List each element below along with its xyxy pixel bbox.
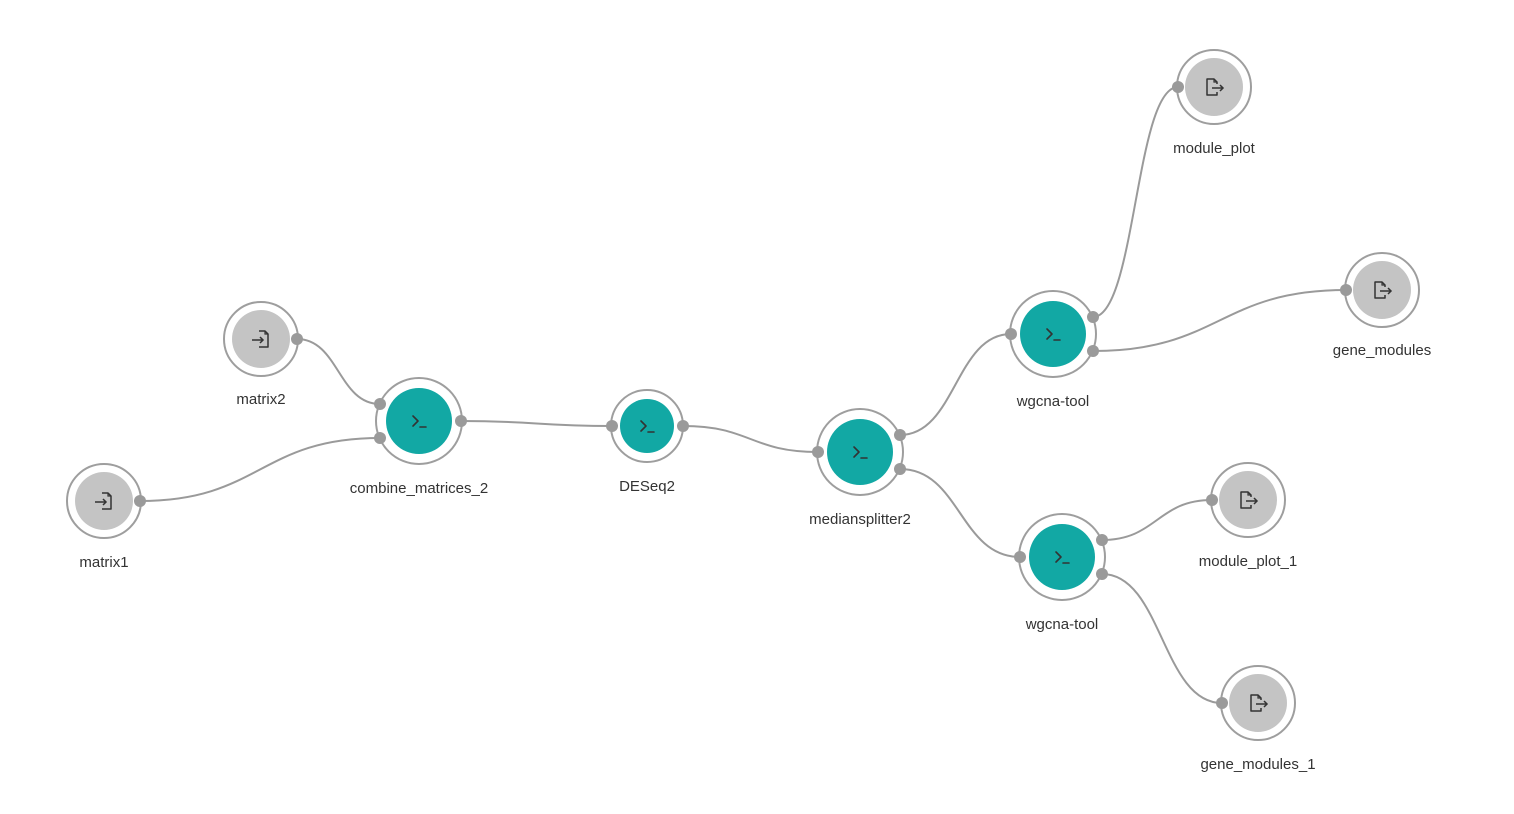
document-fold [107,493,111,497]
document-fold [1247,492,1251,496]
port[interactable] [134,495,146,507]
edge-deseq2-to-median[interactable] [682,425,819,453]
node-wgcna_a[interactable]: wgcna-tool [1009,290,1097,410]
nodes-layer: matrix1 matrix2 combine_matrices_2 DESeq2 me… [66,49,1431,773]
prompt-chevron [853,446,860,458]
node-module_plot[interactable]: module_plot [1173,49,1256,157]
file-export-icon [1250,694,1269,712]
edge-matrix1-to-combine[interactable] [139,437,381,502]
node-gene_modules[interactable]: gene_modules [1333,252,1431,359]
port[interactable] [677,420,689,432]
edge-matrix2-to-combine[interactable] [296,338,381,405]
node-deseq2[interactable]: DESeq2 [610,389,684,495]
port[interactable] [1340,284,1352,296]
node-median[interactable]: mediansplitter2 [809,408,911,528]
prompt-chevron [1046,328,1053,340]
node-label: gene_modules [1333,342,1431,359]
port[interactable] [1216,697,1228,709]
arrow-head [1387,287,1393,295]
port[interactable] [1005,328,1017,340]
port[interactable] [1096,568,1108,580]
node-label: wgcna-tool [1025,616,1099,633]
port[interactable] [894,463,906,475]
node-core [1353,261,1411,319]
document-fold [1213,79,1217,83]
port[interactable] [374,398,386,410]
edge-median-to-wgcna_a[interactable] [899,333,1012,436]
terminal-prompt-icon [1046,328,1061,341]
edges-layer [139,86,1347,704]
file-export-icon [1240,491,1259,509]
node-wgcna_b[interactable]: wgcna-tool [1018,513,1106,633]
node-label: matrix1 [79,554,128,571]
node-label: DESeq2 [619,478,675,495]
node-label: module_plot [1173,140,1256,157]
edge-combine-to-deseq2[interactable] [460,420,613,427]
document-fold [1381,282,1385,286]
node-module_plot_1[interactable]: module_plot_1 [1199,462,1297,570]
edge-wgcna_b-to-gene_modules_1[interactable] [1101,573,1223,704]
file-import-icon [95,492,112,510]
edge-median-to-wgcna_b[interactable] [899,468,1021,558]
node-matrix1[interactable]: matrix1 [66,463,142,571]
terminal-prompt-icon [640,420,655,433]
node-core [1020,301,1086,367]
prompt-chevron [412,415,419,427]
node-label: gene_modules_1 [1200,756,1315,773]
port[interactable] [894,429,906,441]
document-fold [1257,695,1261,699]
prompt-chevron [1055,551,1062,563]
port[interactable] [374,432,386,444]
arrow-head [1253,497,1259,505]
arrow-head [1263,700,1269,708]
node-combine[interactable]: combine_matrices_2 [350,377,488,497]
terminal-prompt-icon [1055,551,1070,564]
node-core [1185,58,1243,116]
node-core [1219,471,1277,529]
node-label: mediansplitter2 [809,511,911,528]
file-export-icon [1374,281,1393,299]
document-fold [264,331,268,335]
arrow-head [1219,84,1225,92]
arrow-head [102,498,108,506]
port[interactable] [291,333,303,345]
port[interactable] [1087,345,1099,357]
port[interactable] [812,446,824,458]
node-core [827,419,893,485]
edge-wgcna_a-to-module_plot[interactable] [1092,86,1179,318]
port[interactable] [1172,81,1184,93]
node-label: module_plot_1 [1199,553,1297,570]
node-core [1229,674,1287,732]
port[interactable] [1087,311,1099,323]
node-gene_modules_1[interactable]: gene_modules_1 [1200,665,1316,773]
file-export-icon [1206,78,1225,96]
edge-wgcna_b-to-module_plot_1[interactable] [1101,499,1213,541]
edge-wgcna_a-to-gene_modules[interactable] [1092,289,1347,352]
terminal-prompt-icon [412,415,427,428]
file-import-icon [252,330,269,348]
port[interactable] [1206,494,1218,506]
port[interactable] [1014,551,1026,563]
port[interactable] [1096,534,1108,546]
node-core [620,399,674,453]
node-core [386,388,452,454]
node-label: matrix2 [236,391,285,408]
node-label: combine_matrices_2 [350,480,488,497]
arrow-head [259,336,265,344]
prompt-chevron [640,420,647,432]
node-label: wgcna-tool [1016,393,1090,410]
node-matrix2[interactable]: matrix2 [223,301,299,408]
port[interactable] [606,420,618,432]
port[interactable] [455,415,467,427]
terminal-prompt-icon [853,446,868,459]
node-core [1029,524,1095,590]
